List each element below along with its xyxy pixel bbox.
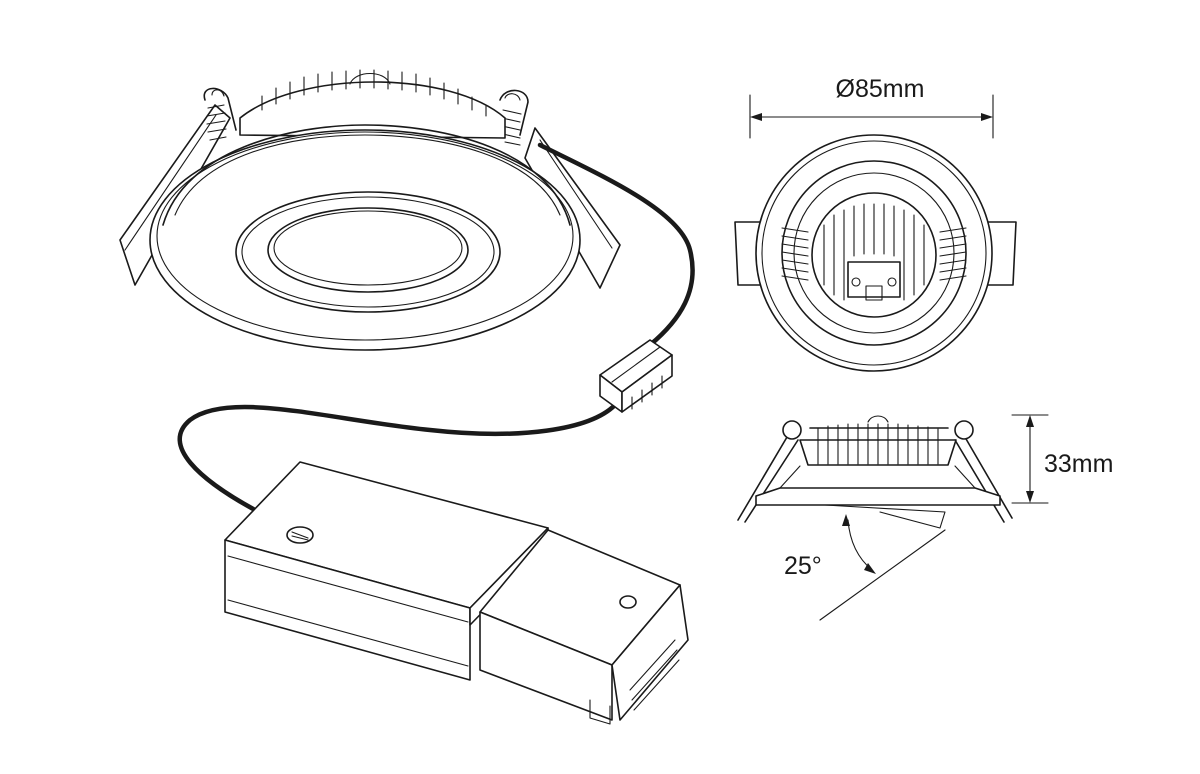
side-view: 33mm 25° [737,414,1113,621]
top-heatsink [811,192,937,318]
diameter-dimension: Ø85mm [749,75,994,139]
trim-flange [149,124,581,351]
side-trim [755,487,1001,506]
height-label: 33mm [1044,450,1113,478]
right-spring-clip [499,89,621,289]
downlight-perspective-view [119,69,621,351]
side-left-clip [737,431,799,523]
quick-connector [599,339,673,413]
screw-hole-icon [619,595,637,609]
tilt-angle-indicator: 25° [784,514,946,621]
cable-and-connector [177,142,695,513]
height-dimension: 33mm [1011,414,1113,504]
cable-to-connector [537,142,695,348]
lens-assembly [235,191,501,313]
heatsink-fins [239,69,506,139]
tilt-label: 25° [784,552,822,580]
led-driver-box [224,461,689,725]
side-right-clip [954,431,1013,523]
diameter-label: Ø85mm [836,75,925,103]
driver-label-icon [286,526,314,544]
top-view: Ø85mm [734,75,1017,372]
cable-to-driver [177,402,618,513]
tilted-lens [824,504,946,529]
top-springs [781,227,967,281]
